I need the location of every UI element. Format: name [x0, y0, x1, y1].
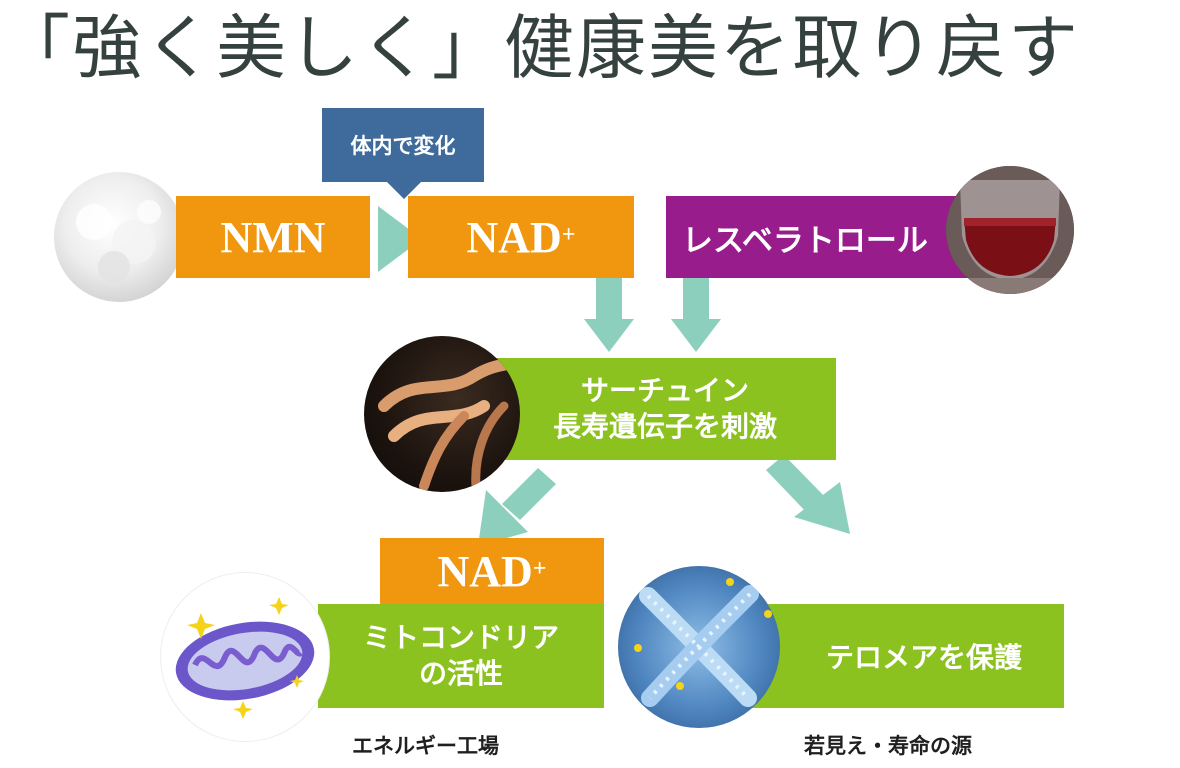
- arrow-nmn-to-nad: [378, 206, 422, 272]
- wine-glass-image: [946, 166, 1074, 294]
- change-callout: 体内で変化: [322, 108, 484, 182]
- chromosome-image: [618, 566, 780, 728]
- telomere-label: テロメアを保護: [825, 641, 1022, 674]
- powder-image: [54, 172, 184, 302]
- sirtuin-box: サーチュイン 長寿遺伝子を刺激: [494, 358, 836, 460]
- nmn-box: NMN: [176, 196, 370, 278]
- mitochondria-line1: ミトコンドリア: [362, 621, 559, 654]
- sirtuin-line1: サーチュイン: [580, 374, 749, 407]
- nmn-label: NMN: [220, 212, 326, 262]
- dna-helix-image: [364, 336, 520, 492]
- resveratrol-box: レスベラトロール: [666, 196, 970, 278]
- caption-youth: 若見え・寿命の源: [804, 734, 972, 758]
- nad-bottom-sup: +: [532, 555, 547, 582]
- sirtuin-line2: 長寿遺伝子を刺激: [552, 410, 777, 443]
- mitochondria-box: ミトコンドリア の活性: [318, 604, 604, 708]
- mitochondria-image: [160, 572, 330, 742]
- nad-top-label: NAD: [466, 212, 562, 262]
- page-title: 「強く美しく」健康美を取り戻す: [0, 7, 1080, 89]
- arrow-resveratrol-to-sirtuin: [671, 277, 721, 352]
- arrow-sirtuin-to-nad: [478, 468, 556, 546]
- arrow-nad-to-sirtuin: [584, 277, 634, 352]
- arrow-sirtuin-to-telomere: [766, 455, 850, 534]
- telomere-box: テロメアを保護: [724, 604, 1064, 708]
- callout-pointer: [386, 181, 422, 199]
- nad-top-sup: +: [561, 221, 576, 248]
- resveratrol-label: レスベラトロール: [682, 222, 928, 259]
- change-callout-label: 体内で変化: [350, 134, 456, 158]
- mitochondria-line2: の活性: [418, 657, 503, 690]
- caption-energy: エネルギー工場: [352, 734, 499, 758]
- nad-bottom-label: NAD: [437, 546, 533, 596]
- nad-top-box: NAD+: [408, 196, 634, 278]
- nad-bottom-box: NAD+: [380, 538, 604, 604]
